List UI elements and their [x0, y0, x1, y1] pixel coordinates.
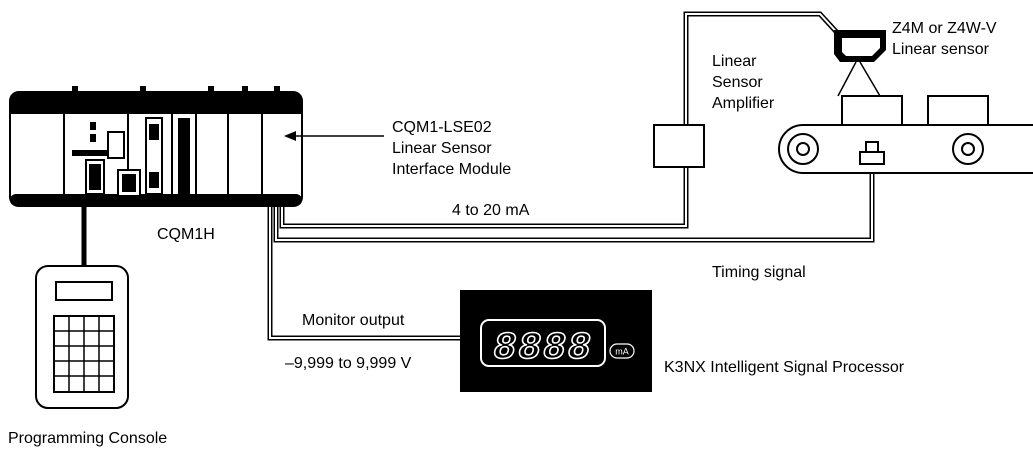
module-label: CQM1-LSE02 Linear Sensor Interface Modul…: [392, 117, 511, 180]
timing-sensor: [859, 141, 885, 165]
module-label-line-2: Linear Sensor: [392, 140, 492, 157]
current-signal-cable: [279, 11, 844, 229]
plc-label: CQM1H: [157, 226, 215, 243]
unit-badge: [609, 343, 635, 359]
processor-label: K3NX Intelligent Signal Processor: [664, 359, 905, 376]
amplifier-label-line-1: Linear: [712, 53, 757, 70]
monitor-output-cable: [267, 200, 468, 341]
module-label-line-1: CQM1-LSE02: [392, 119, 492, 136]
k3nx-processor: mA 8888: [460, 290, 652, 392]
sensor-label: Z4M or Z4W-V Linear sensor: [892, 18, 997, 60]
module-label-line-3: Interface Module: [392, 161, 512, 178]
console-label: Programming Console: [8, 430, 168, 447]
cqm1h-plc: [9, 86, 303, 207]
timing-signal-cable: [273, 168, 875, 243]
current-label: 4 to 20 mA: [452, 202, 530, 219]
conveyor: [778, 95, 1033, 174]
sensor-label-line-1: Z4M or Z4W-V: [892, 20, 997, 37]
amplifier-label-line-2: Sensor: [712, 74, 763, 91]
timing-label: Timing signal: [712, 264, 806, 281]
left-arrow-icon: [284, 131, 384, 141]
linear-sensor-head: [834, 30, 886, 97]
amplifier-label: Linear Sensor Amplifier: [712, 51, 774, 114]
linear-sensor-amplifier: [653, 124, 705, 168]
amplifier-label-line-3: Amplifier: [712, 95, 775, 112]
monitor-label: Monitor output: [302, 312, 405, 329]
display-digits: 8888: [493, 327, 592, 370]
display-unit: mA: [615, 347, 629, 357]
voltage-label: –9,999 to 9,999 V: [285, 355, 412, 372]
programming-console: [35, 265, 129, 409]
sensor-label-line-2: Linear sensor: [892, 41, 989, 58]
